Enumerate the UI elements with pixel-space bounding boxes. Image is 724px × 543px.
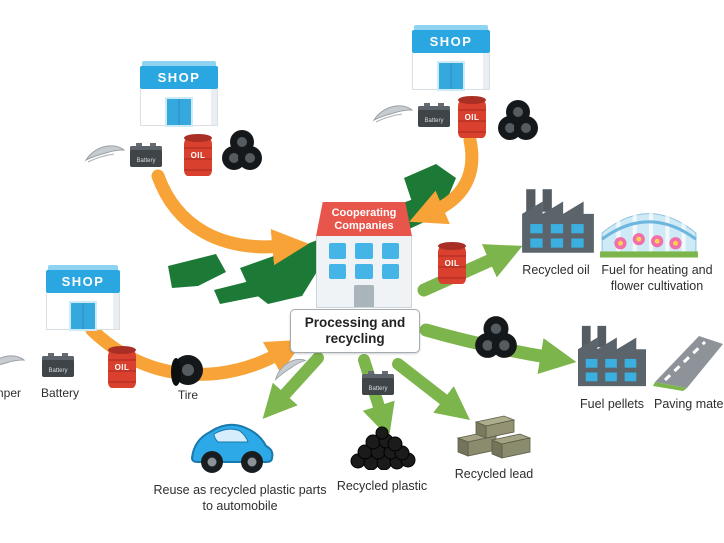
bumper-icon: [372, 102, 414, 131]
building-body: [316, 236, 412, 309]
caption-battery: Battery: [40, 386, 79, 400]
battery-icon: Battery: [130, 143, 162, 167]
cooperating-companies-sign: Cooperating Companies: [316, 202, 412, 237]
battery-icon-text: Battery: [368, 386, 388, 392]
building-window: [329, 263, 347, 280]
car-icon: [188, 412, 276, 483]
caption-bumper: Bumper: [0, 386, 22, 400]
tire-icon: [166, 350, 206, 395]
shop-door: [69, 301, 97, 331]
shop-sign-text: SHOP: [429, 34, 473, 49]
label-reuse-car: Reuse as recycled plastic parts to autom…: [153, 483, 327, 514]
battery-icon-text: Battery: [136, 158, 156, 164]
plastic-pellets-pile-icon: [344, 424, 420, 475]
battery-terminals: [48, 353, 54, 356]
oil-barrel-icon: OIL: [184, 134, 212, 176]
battery-terminals: [424, 103, 430, 106]
shop-building-top-left: SHOP: [140, 61, 218, 127]
label-fuel-pellets: Fuel pellets: [580, 397, 644, 411]
oil-barrel-text: OIL: [190, 151, 206, 160]
road-icon: [652, 330, 724, 397]
battery-icon: Battery: [362, 371, 394, 395]
shop-body: [140, 89, 218, 127]
shop-sign-text: SHOP: [61, 274, 105, 289]
oil-barrel-text: OIL: [464, 113, 480, 122]
shop-door: [437, 61, 465, 91]
building-window: [355, 263, 373, 280]
battery-icon-text: Battery: [424, 118, 444, 124]
label-fuel-heating: Fuel for heating and flower cultivation: [601, 263, 713, 294]
building-window: [381, 243, 399, 259]
shop-sign: SHOP: [412, 25, 490, 53]
tires-icon: [496, 96, 540, 147]
cooperating-companies-building: Cooperating Companies: [316, 202, 412, 309]
building-window: [381, 263, 399, 280]
label-paving-material: Paving material: [654, 397, 724, 411]
battery-icon: Battery: [418, 103, 450, 127]
oil-barrel-icon: OIL: [458, 96, 486, 138]
bumper-icon: [0, 352, 26, 381]
building-door: [354, 285, 374, 308]
map-island-kyushu: [168, 254, 226, 288]
label-recycled-plastic: Recycled plastic: [336, 479, 428, 493]
shop-building-top-right: SHOP: [412, 25, 490, 91]
bumper-icon: [84, 142, 126, 171]
shop-body: [412, 53, 490, 91]
tires-icon: [472, 312, 520, 365]
shop-sign: SHOP: [46, 265, 120, 293]
battery-icon: Battery: [42, 353, 74, 377]
shop-door: [165, 97, 193, 127]
shop-sign: SHOP: [140, 61, 218, 89]
label-recycled-oil: Recycled oil: [522, 263, 590, 277]
building-window: [355, 243, 373, 259]
oil-barrel-text: OIL: [444, 259, 460, 268]
oil-barrel-icon: OIL: [438, 242, 466, 284]
oil-barrel-icon: OIL: [108, 346, 136, 388]
arrow-center-to-recycled-lead: [392, 358, 470, 420]
oil-barrel-text: OIL: [114, 363, 130, 372]
greenhouse-icon: [598, 202, 700, 265]
arrow-center-to-car: [262, 352, 324, 419]
factory-icon: [574, 322, 650, 395]
shop-building-left: SHOP: [46, 265, 120, 331]
factory-icon: [518, 184, 598, 263]
building-window: [329, 243, 347, 259]
caption-tire: Tire: [177, 388, 199, 402]
arrow-shop-topright-to-center: [409, 133, 479, 225]
battery-terminals: [368, 371, 374, 374]
arrow-shop-topleft-to-center: [151, 169, 309, 266]
shop-sign-text: SHOP: [157, 70, 201, 85]
label-recycled-lead: Recycled lead: [454, 467, 534, 481]
battery-icon-text: Battery: [48, 368, 68, 374]
lead-ingots-icon: [452, 404, 536, 467]
processing-and-recycling-label: Processing and recycling: [290, 309, 420, 354]
battery-terminals: [136, 143, 142, 146]
shop-body: [46, 293, 120, 331]
tires-icon: [220, 126, 264, 177]
